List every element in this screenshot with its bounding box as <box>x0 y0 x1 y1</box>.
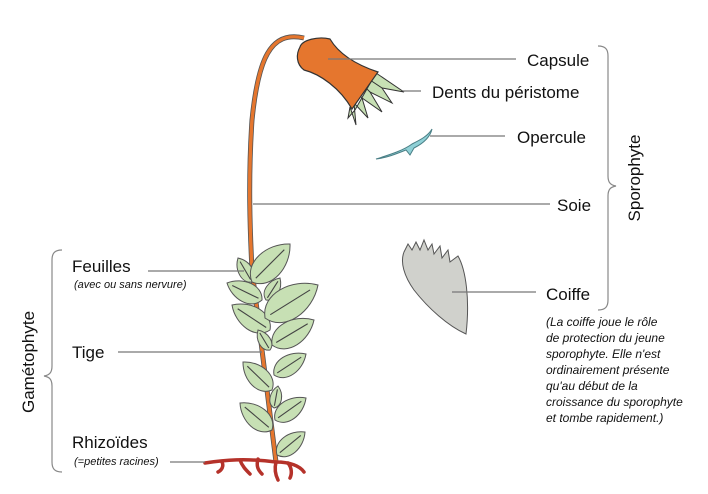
label-coiffe: Coiffe <box>546 285 590 304</box>
group-sporophyte: Sporophyte <box>625 135 644 222</box>
label-tige: Tige <box>72 343 104 362</box>
label-dents: Dents du péristome <box>432 83 579 102</box>
label-rhizoides: Rhizoïdes <box>72 433 148 452</box>
coiffe-note-line: de protection du jeune <box>546 331 665 345</box>
rhizoids <box>203 457 306 482</box>
label-feuilles-note: (avec ou sans nervure) <box>74 279 187 291</box>
leaf <box>226 280 263 305</box>
operculum <box>375 128 433 160</box>
leaves <box>226 243 319 458</box>
label-rhizoides-note: (=petites racines) <box>74 456 159 468</box>
label-capsule: Capsule <box>527 51 589 70</box>
gametophyte-bracket <box>43 249 63 473</box>
coiffe-note-line: et tombe rapidement.) <box>546 411 663 425</box>
coiffe-note-line: sporophyte. Elle n'est <box>546 347 661 361</box>
coiffe-note: (La coiffe joue le rôle de protection du… <box>546 315 683 425</box>
label-feuilles: Feuilles <box>72 257 131 276</box>
coiffe-note-line: croissance du sporophyte <box>546 395 683 409</box>
capsule <box>296 37 379 111</box>
peristome-teeth <box>347 72 405 126</box>
calyptra <box>401 238 469 335</box>
label-opercule: Opercule <box>517 128 586 147</box>
leaf <box>242 361 274 392</box>
leaf <box>239 402 274 433</box>
leaf <box>269 385 283 409</box>
label-soie: Soie <box>557 196 591 215</box>
coiffe-note-line: (La coiffe joue le rôle <box>546 315 658 329</box>
group-gametophyte: Gamétophyte <box>19 311 38 413</box>
sporophyte-bracket <box>597 45 617 311</box>
coiffe-note-line: qu'au début de la <box>546 379 638 393</box>
leaf <box>264 282 319 324</box>
leaf <box>273 352 307 379</box>
leaf <box>271 318 315 350</box>
leaf <box>275 431 306 458</box>
leaf <box>249 243 291 285</box>
leaf <box>274 396 307 423</box>
coiffe-note-line: ordinairement présente <box>546 363 670 377</box>
